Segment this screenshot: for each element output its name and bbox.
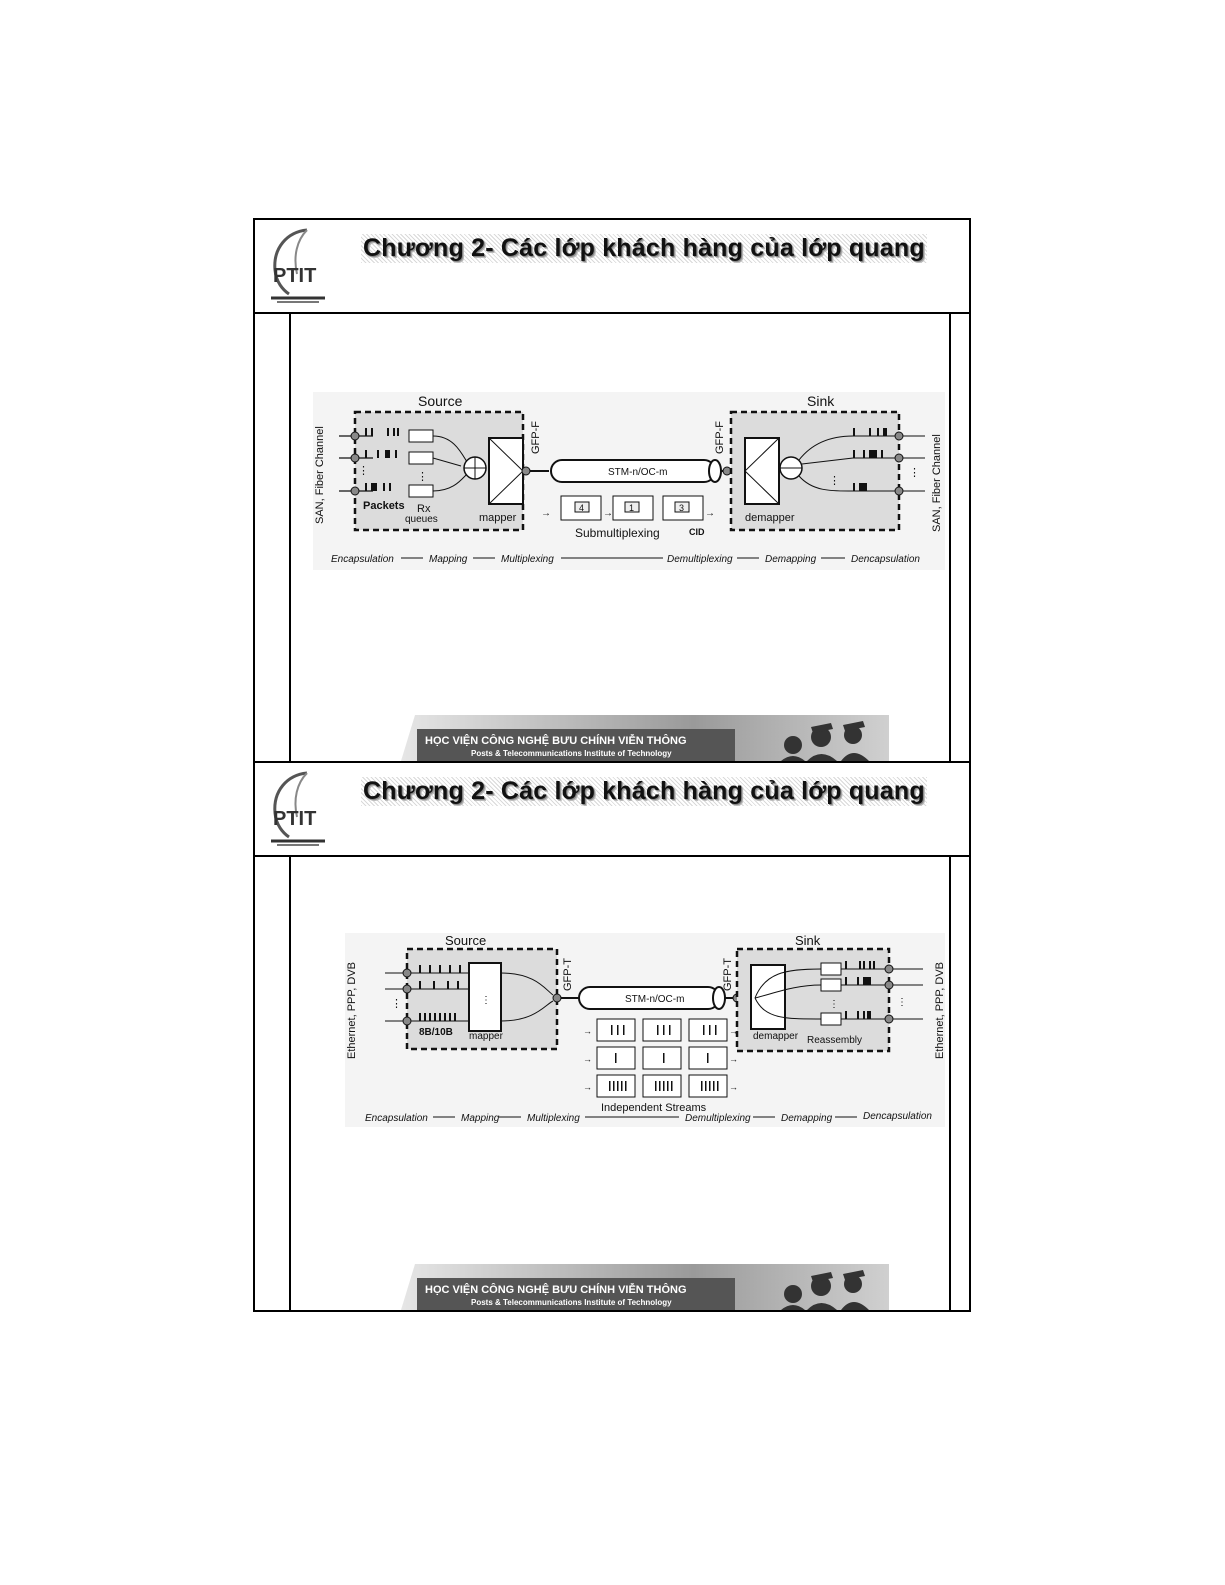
svg-text:Demapping: Demapping <box>781 1113 833 1124</box>
frame-number: 3 <box>679 503 684 513</box>
gfp-tag-sink: GFP-T <box>722 958 734 991</box>
svg-text:⋮: ⋮ <box>897 997 907 1008</box>
mapper-block <box>468 962 502 1032</box>
banner-line-1: HỌC VIỆN CÔNG NGHỆ BƯU CHÍNH VIỄN THÔNG <box>425 734 687 747</box>
mapper-label: mapper <box>469 1031 504 1042</box>
frame-number: 1 <box>629 503 634 513</box>
sink-label: Sink <box>795 933 821 948</box>
streams-label: Independent Streams <box>601 1102 707 1114</box>
slide-header: PTIT Chương 2- Các lớp khách hàng của lớ… <box>255 220 969 314</box>
svg-text:Encapsulation: Encapsulation <box>331 554 394 565</box>
right-side-label: SAN, Fiber Channel <box>931 434 943 532</box>
demapper-block <box>744 437 780 505</box>
svg-text:Mapping: Mapping <box>429 554 468 565</box>
right-side-label: Ethernet, PPP, DVB <box>934 962 945 1059</box>
gfp-tag-sink: GFP-F <box>714 421 726 454</box>
source-label: Source <box>418 393 463 409</box>
svg-text:→: → <box>603 508 613 519</box>
ptit-banner: HỌC VIỆN CÔNG NGHỆ BƯU CHÍNH VIỄN THÔNG … <box>401 715 889 761</box>
svg-text:→: → <box>583 1082 592 1092</box>
svg-text:→: → <box>583 1026 592 1036</box>
svg-text:⋮: ⋮ <box>417 471 428 483</box>
graduates-icon <box>781 1270 869 1310</box>
gfp-tag-source: GFP-F <box>530 421 542 454</box>
gfp-f-diagram: Source SAN, Fiber Channel ⋮ ⋮ Packets <box>313 392 945 570</box>
banner-line-2: Posts & Telecommunications Institute of … <box>471 749 672 758</box>
packets-label: Packets <box>363 500 405 512</box>
process-flow: Encapsulation Mapping Multiplexing Demul… <box>365 1111 932 1124</box>
svg-text:→: → <box>729 1054 738 1064</box>
slide-header: PTIT Chương 2- Các lớp khách hàng của lớ… <box>255 763 969 857</box>
slide-title: Chương 2- Các lớp khách hàng của lớp qua… <box>361 234 927 263</box>
svg-text:Demultiplexing: Demultiplexing <box>685 1113 751 1124</box>
mapper-label: mapper <box>479 512 517 524</box>
svg-text:Dencapsulation: Dencapsulation <box>851 554 920 565</box>
slide-title: Chương 2- Các lớp khách hàng của lớp qua… <box>361 777 927 806</box>
svg-text:Demultiplexing: Demultiplexing <box>667 554 733 565</box>
frame-number: 4 <box>579 503 584 513</box>
svg-text:Multiplexing: Multiplexing <box>501 554 554 565</box>
left-side-label: Ethernet, PPP, DVB <box>346 962 358 1059</box>
mux-label: Submultiplexing <box>575 526 660 540</box>
process-flow: Encapsulation Mapping Multiplexing Demul… <box>331 554 920 565</box>
demapper-label: demapper <box>753 1031 799 1042</box>
ptit-banner: HỌC VIỆN CÔNG NGHỆ BƯU CHÍNH VIỄN THÔNG … <box>401 1264 889 1310</box>
packet-bars <box>365 428 399 491</box>
svg-text:Dencapsulation: Dencapsulation <box>863 1111 932 1122</box>
rx-label: Rx <box>417 503 431 515</box>
svg-text:Encapsulation: Encapsulation <box>365 1113 428 1124</box>
slide-content: Ethernet, PPP, DVB Source ⋮ 8B/10B ⋮ map… <box>289 857 951 1310</box>
svg-text:→: → <box>583 1054 592 1064</box>
left-side-label: SAN, Fiber Channel <box>314 426 326 524</box>
svg-text:⋮: ⋮ <box>358 465 369 477</box>
svg-text:Demapping: Demapping <box>765 554 817 565</box>
svg-text:→: → <box>705 508 715 519</box>
slide-1: PTIT Chương 2- Các lớp khách hàng của lớ… <box>253 218 971 763</box>
gfp-t-diagram: Ethernet, PPP, DVB Source ⋮ 8B/10B ⋮ map… <box>345 933 945 1127</box>
slide-2: PTIT Chương 2- Các lớp khách hàng của lớ… <box>253 761 971 1312</box>
svg-text:⋮: ⋮ <box>909 467 920 479</box>
cid-label: CID <box>689 527 705 537</box>
svg-text:→: → <box>729 1082 738 1092</box>
reassembly-label: Reassembly <box>807 1035 862 1046</box>
source-label: Source <box>445 933 486 948</box>
ptit-logo-icon: PTIT <box>271 771 325 846</box>
svg-text:⋮: ⋮ <box>481 995 491 1006</box>
coding-label: 8B/10B <box>419 1027 453 1038</box>
sink-label: Sink <box>807 393 835 409</box>
banner-line-2: Posts & Telecommunications Institute of … <box>471 1298 672 1307</box>
logo-text: PTIT <box>273 808 316 830</box>
ptit-logo-icon: PTIT <box>271 228 325 303</box>
logo-text: PTIT <box>273 265 316 287</box>
svg-text:⋮: ⋮ <box>391 998 402 1010</box>
queues-label: queues <box>405 514 438 525</box>
graduates-icon <box>781 721 869 761</box>
demapper-block <box>750 964 786 1030</box>
svg-text:Multiplexing: Multiplexing <box>527 1113 580 1124</box>
svg-text:⋮: ⋮ <box>829 475 840 487</box>
mapper-block <box>488 437 524 505</box>
svg-text:⋮: ⋮ <box>829 999 839 1010</box>
pipe-label: STM-n/OC-m <box>625 994 684 1005</box>
pipe-label: STM-n/OC-m <box>608 467 667 478</box>
svg-text:Mapping: Mapping <box>461 1113 500 1124</box>
stream-frames: → → → → → → <box>583 1018 738 1098</box>
banner-line-1: HỌC VIỆN CÔNG NGHỆ BƯU CHÍNH VIỄN THÔNG <box>425 1283 687 1296</box>
gfp-tag-source: GFP-T <box>562 958 574 991</box>
demapper-label: demapper <box>745 512 795 524</box>
svg-text:→: → <box>729 1026 738 1036</box>
slide-content: Source SAN, Fiber Channel ⋮ ⋮ Packets <box>289 314 951 761</box>
svg-text:→: → <box>541 508 551 519</box>
